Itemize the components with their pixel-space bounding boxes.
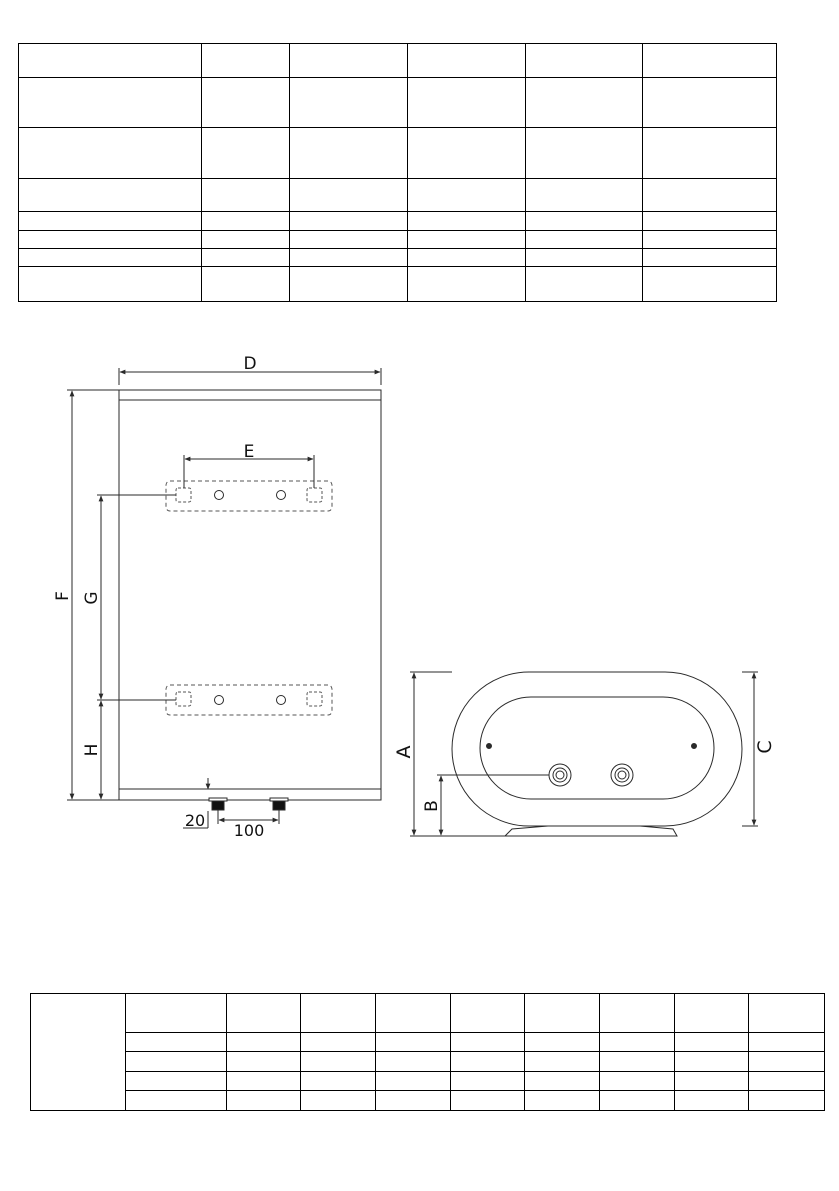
pipe-stubs	[208, 797, 289, 811]
table-cell	[226, 993, 301, 1033]
table-cell	[674, 993, 749, 1033]
table-cell	[226, 1090, 301, 1111]
table-cell	[375, 1032, 451, 1052]
label-c: C	[754, 740, 776, 753]
inner-panel	[479, 696, 715, 800]
table-cell	[375, 993, 451, 1033]
table-cell	[674, 1071, 749, 1091]
table-cell	[524, 1032, 600, 1052]
base-stand	[503, 825, 678, 837]
table-cell	[125, 1032, 227, 1052]
table-cell	[18, 127, 202, 179]
table-row	[31, 1090, 825, 1111]
table-cell	[18, 266, 202, 302]
bottom-cap	[118, 788, 382, 801]
table-cell	[289, 43, 408, 78]
table-cell	[674, 1051, 749, 1072]
label-e: E	[244, 442, 255, 462]
table-cell	[407, 127, 526, 179]
spec-table	[18, 43, 777, 302]
label-g: G	[82, 591, 102, 604]
table-cell	[289, 77, 408, 128]
table-cell	[30, 993, 126, 1111]
table-cell	[748, 1032, 825, 1052]
table-cell	[674, 1090, 749, 1111]
label-b: B	[422, 800, 442, 812]
table-cell	[524, 1090, 600, 1111]
side-view	[410, 671, 758, 837]
table-cell	[18, 77, 202, 128]
label-f: F	[53, 591, 73, 601]
label-d: D	[243, 354, 256, 374]
outlet-left	[548, 763, 572, 787]
table-cell	[375, 1071, 451, 1091]
table-row	[18, 77, 777, 128]
table-cell	[300, 1051, 376, 1072]
table-cell	[450, 1090, 525, 1111]
table-cell	[407, 266, 526, 302]
table-cell	[642, 77, 777, 128]
table-cell	[125, 1051, 227, 1072]
table-cell	[748, 1071, 825, 1091]
table-cell	[300, 1071, 376, 1091]
front-view	[67, 368, 382, 829]
table-cell	[599, 1090, 675, 1111]
table-cell	[125, 1071, 227, 1091]
outlet-right	[610, 763, 634, 787]
table-cell	[450, 1071, 525, 1091]
table-cell	[748, 1051, 825, 1072]
table-cell	[524, 1071, 600, 1091]
table-cell	[525, 77, 643, 128]
table-cell	[289, 266, 408, 302]
table-cell	[642, 266, 777, 302]
label-h: H	[82, 744, 102, 757]
table-cell	[450, 1032, 525, 1052]
table-cell	[599, 993, 675, 1033]
label-a: A	[393, 746, 415, 759]
upper-bracket	[165, 480, 333, 512]
table-cell	[226, 1032, 301, 1052]
table-cell	[748, 993, 825, 1033]
table-cell	[201, 266, 290, 302]
table-cell	[125, 1090, 227, 1111]
table-row	[31, 1032, 825, 1052]
table-cell	[201, 77, 290, 128]
table-row	[18, 266, 777, 302]
lower-bracket	[165, 684, 333, 716]
label-100: 100	[234, 821, 265, 840]
table-cell	[599, 1071, 675, 1091]
table-cell	[18, 178, 202, 212]
table-cell	[599, 1051, 675, 1072]
table-cell	[201, 127, 290, 179]
table-cell	[300, 1090, 376, 1111]
table-cell	[524, 993, 600, 1033]
table-row	[30, 993, 825, 1111]
table-cell	[674, 1032, 749, 1052]
table-cell	[375, 1051, 451, 1072]
table-cell	[407, 77, 526, 128]
table-cell	[300, 1032, 376, 1052]
table-cell	[125, 993, 227, 1033]
table-cell	[375, 1090, 451, 1111]
table-cell	[525, 266, 643, 302]
table-cell	[599, 1032, 675, 1052]
water-heater-drawing: D E F G H 20 100	[53, 354, 776, 840]
table-cell	[226, 1071, 301, 1091]
table-cell	[226, 1051, 301, 1072]
table-cell	[450, 993, 525, 1033]
table-cell	[748, 1090, 825, 1111]
table-cell	[450, 1051, 525, 1072]
top-cap	[118, 389, 382, 401]
outer-shell	[451, 671, 743, 827]
table-cell	[300, 993, 376, 1033]
table-cell	[524, 1051, 600, 1072]
table-cell	[642, 43, 777, 78]
label-20: 20	[185, 811, 205, 830]
table-row	[31, 1051, 825, 1072]
table-row	[31, 1071, 825, 1091]
table-row	[18, 211, 777, 231]
dimension-table	[30, 993, 825, 1111]
